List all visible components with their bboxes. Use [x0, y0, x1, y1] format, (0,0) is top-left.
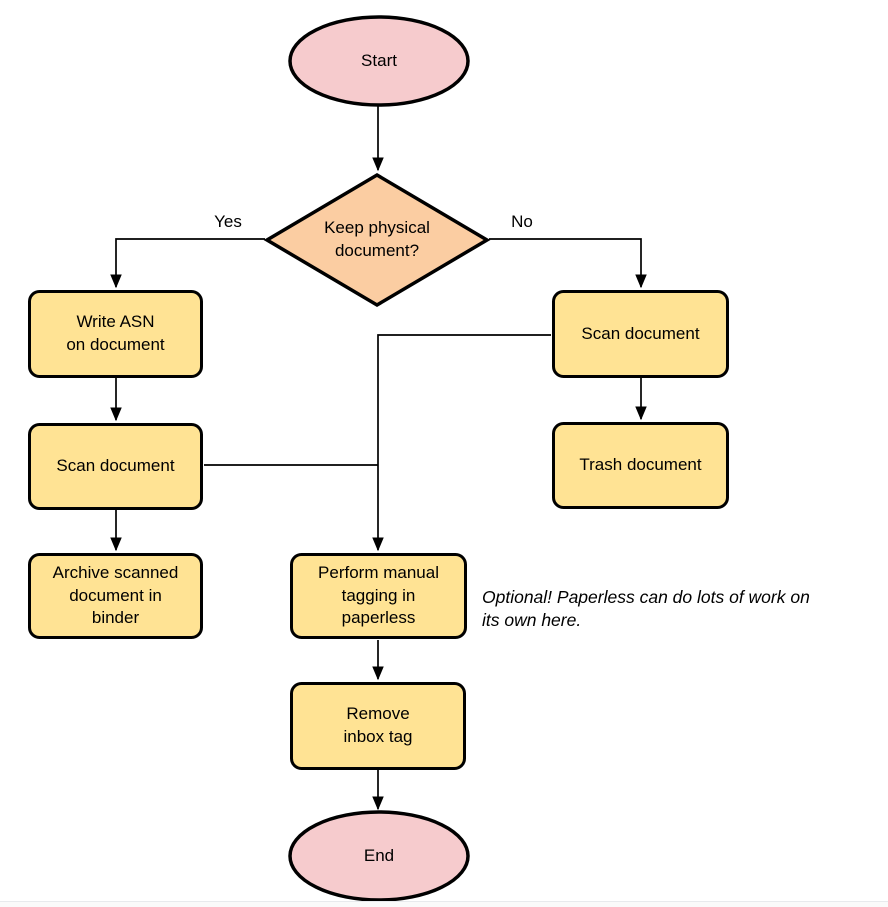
tagging-node-shape — [290, 553, 467, 639]
yes-branch-label: Yes — [214, 212, 242, 231]
start-node-shape — [288, 15, 470, 107]
edge-decision-yes — [110, 238, 265, 289]
decision-node-shape — [263, 172, 491, 308]
trash-node-shape — [552, 422, 729, 509]
write-asn-node-shape — [28, 290, 203, 378]
end-node-shape — [288, 810, 470, 902]
edge-decision-no — [489, 238, 647, 289]
optional-note-text: Optional! Paperless can do lots of work … — [482, 587, 810, 631]
scan-left-node-shape — [28, 423, 203, 510]
remove-inbox-node-shape — [290, 682, 466, 770]
edge-scanright-to-tagging — [372, 334, 551, 552]
scan-right-node-shape — [552, 290, 729, 378]
bottom-divider — [0, 901, 888, 907]
archive-node-shape — [28, 553, 203, 639]
no-branch-label: No — [511, 212, 533, 231]
